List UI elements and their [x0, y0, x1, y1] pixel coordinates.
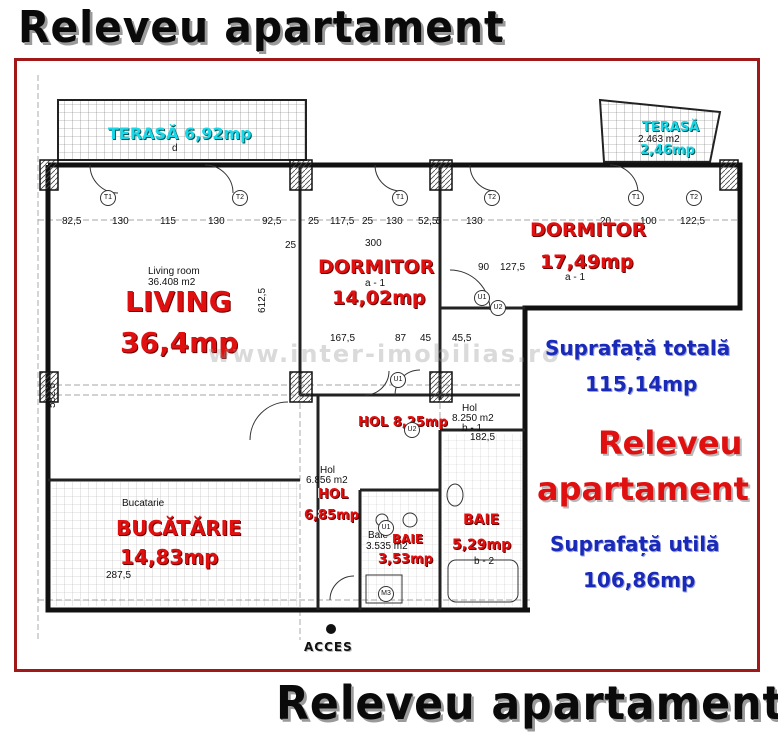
dimension-label: 100 — [640, 216, 657, 227]
entrance-label: ACCES — [304, 640, 353, 654]
dormitor1-name: DORMITOR — [318, 256, 435, 278]
total-area-value: 115,14mp — [585, 372, 698, 396]
fixture-marker: T2 — [686, 190, 702, 206]
page-title-top: Releveu apartament — [18, 2, 505, 53]
baie2-name: BAIE — [463, 512, 500, 528]
fixture-marker: T2 — [484, 190, 500, 206]
living-caption: Living room — [148, 266, 200, 277]
columns — [39, 159, 739, 403]
fixture-marker: U1 — [390, 372, 406, 388]
terasa-left-code: d — [172, 143, 178, 154]
dormitor2-code: a - 1 — [565, 272, 586, 283]
dimension-label: 25 — [362, 216, 374, 227]
dimension-label: 130 — [386, 216, 403, 227]
terasa-right-name: TERASĂ — [642, 120, 700, 135]
baie1-floor — [362, 492, 438, 606]
dimension-label: 52,5 — [418, 216, 438, 227]
baie1-name: BAIE — [392, 532, 424, 546]
dimension-label: 5 — [436, 216, 442, 227]
terasa-right-caption: 2.463 m2 — [638, 134, 680, 145]
dim-167-5: 167,5 — [330, 333, 356, 344]
dimension-label: 20 — [600, 216, 612, 227]
releveu-label-2: apartament — [537, 470, 749, 508]
baie2-area: 5,29mp — [452, 537, 512, 553]
dimension-label: 130 — [112, 216, 129, 227]
baie2-code: b - 2 — [474, 556, 495, 567]
dimension-label: 122,5 — [680, 216, 706, 227]
util-area-label: Suprafață utilă — [550, 532, 720, 556]
fixture-marker: T1 — [392, 190, 408, 206]
baie1-area: 3,53mp — [378, 552, 433, 567]
terasa-right-area — [598, 98, 722, 163]
hol-main-caption-area: 8.250 m2 — [452, 413, 494, 424]
dimension-label: 117,5 — [330, 216, 355, 227]
baie1-caption: Baie — [368, 530, 389, 541]
terasa-right-area-label: 2,46mp — [640, 143, 695, 158]
dimension-label: 92,5 — [262, 216, 282, 227]
releveu-label-1: Releveu — [598, 424, 743, 462]
baie1-caption-area: 3.535 m2 — [366, 541, 408, 552]
dormitor1-code: a - 1 — [365, 278, 386, 289]
dimension-label: 25 — [308, 216, 320, 227]
terasa-left-area — [57, 99, 307, 161]
total-area-label: Suprafață totală — [545, 336, 731, 360]
bucatarie-area: 14,83mp — [120, 545, 219, 569]
dim-90: 90 — [478, 262, 490, 273]
fixture-marker: T1 — [100, 190, 116, 206]
dim-300: 300 — [365, 238, 382, 249]
bucatarie-floor — [52, 482, 298, 606]
dim-87: 87 — [395, 333, 407, 344]
baie2-floor — [444, 434, 522, 606]
living-caption-area: 36.408 m2 — [148, 277, 196, 288]
fixture-marker: U1 — [378, 520, 394, 536]
fixture-marker: U2 — [490, 300, 506, 316]
watermark: www.inter-imobilias.ro — [208, 340, 561, 368]
fixture-marker: U1 — [474, 290, 490, 306]
fixture-marker: U2 — [404, 422, 420, 438]
terasa-left-label: TERASĂ 6,92mp — [108, 124, 252, 143]
dimension-label: 82,5 — [62, 216, 82, 227]
living-name: LIVING — [125, 285, 232, 318]
exterior-walls — [45, 162, 743, 613]
bucatarie-caption: Bucatarie — [122, 498, 165, 509]
hol-small-caption-area: 6.856 m2 — [306, 475, 348, 486]
fixture-marker: T2 — [232, 190, 248, 206]
util-area-value: 106,86mp — [583, 568, 696, 592]
dim-612-5: 612,5 — [257, 287, 269, 314]
fixture-marker: M3 — [378, 586, 394, 602]
hol-small-area: 6,85mp — [304, 508, 359, 523]
fixture-marker: T1 — [628, 190, 644, 206]
dimension-label: 130 — [466, 216, 483, 227]
dim-287-5: 287,5 — [106, 570, 132, 581]
living-area: 36,4mp — [120, 326, 239, 359]
entrance-marker-icon — [326, 624, 336, 634]
dim-45: 45 — [420, 333, 432, 344]
dimension-label: 115 — [160, 216, 176, 227]
dim-582-5: 582,5 — [47, 382, 59, 409]
dimension-label: 130 — [208, 216, 225, 227]
bucatarie-name: BUCĂTĂRIE — [116, 516, 242, 540]
hol-small-name: HOL — [318, 487, 349, 502]
dormitor2-name: DORMITOR — [530, 219, 647, 241]
dormitor1-area: 14,02mp — [332, 287, 426, 309]
dim-127-5: 127,5 — [500, 262, 526, 273]
hol-main-caption: Hol — [462, 403, 478, 414]
page-title-bottom: Releveu apartament — [276, 676, 778, 730]
dim-45-5: 45,5 — [452, 333, 472, 344]
hol-small-caption: Hol — [320, 465, 336, 476]
dim-182-5: 182,5 — [470, 432, 496, 443]
hol-main-code: b - 1 — [462, 423, 483, 434]
interior-walls — [48, 165, 525, 610]
hol-main-label: HOL 8,25mp — [358, 415, 448, 430]
dim-25: 25 — [285, 240, 297, 251]
dormitor2-area: 17,49mp — [540, 251, 634, 273]
